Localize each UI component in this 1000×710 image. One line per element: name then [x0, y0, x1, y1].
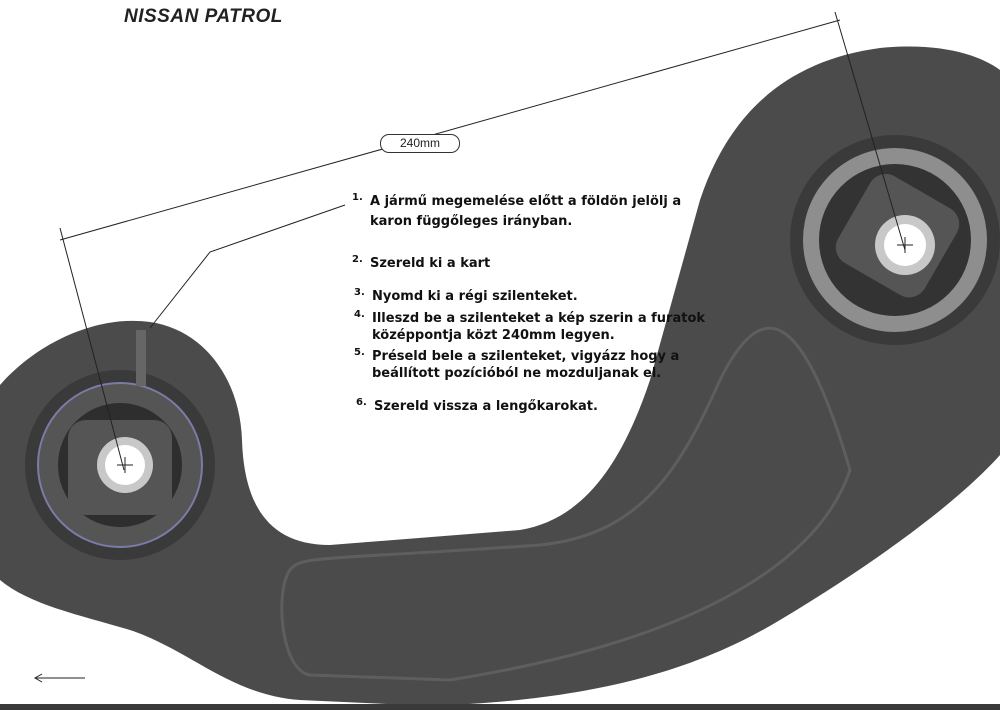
dimension-lines	[33, 11, 913, 683]
control-arm	[0, 46, 1000, 707]
arm-rib	[280, 326, 852, 682]
step-6: 6. Szereld vissza a lengőkarokat.	[356, 397, 598, 414]
bottom-bar	[0, 704, 1000, 710]
right-bushing	[790, 135, 1000, 345]
step-5: 5. Préseld bele a szilenteket, vigyázz h…	[354, 347, 680, 381]
step-4: 4. Illeszd be a szilenteket a kép szerin…	[354, 309, 706, 343]
step-3: 3. Nyomd ki a régi szilenteket.	[354, 287, 578, 304]
marking-line	[136, 330, 146, 386]
title: NISSAN PATROL	[124, 6, 283, 27]
step-2: 2. Szereld ki a kart	[352, 254, 491, 271]
dimension-label: 240mm	[380, 134, 460, 153]
step-1: 1. A jármű megemelése előtt a földön jel…	[352, 192, 682, 229]
